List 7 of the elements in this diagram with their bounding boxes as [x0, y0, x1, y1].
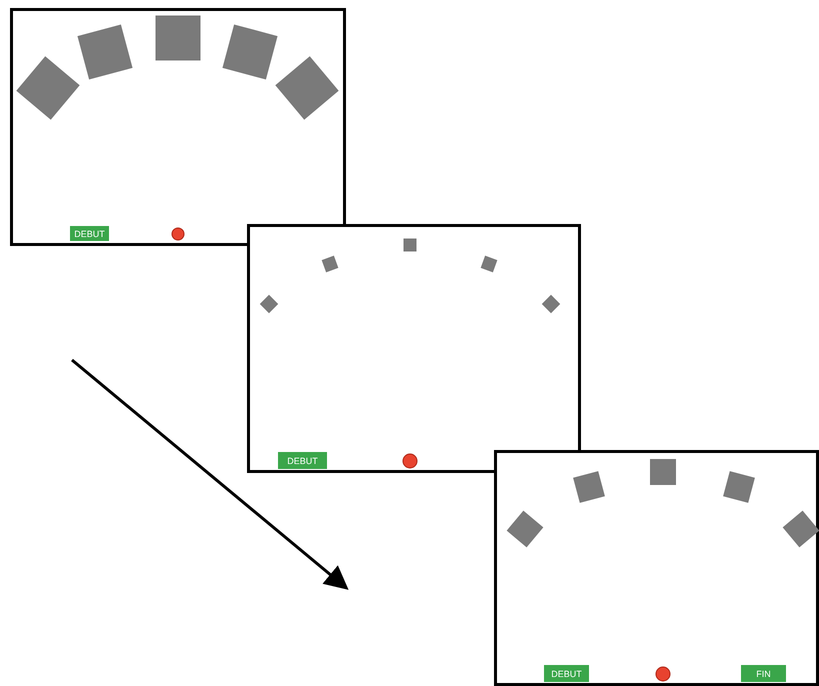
screen-frame	[494, 450, 819, 686]
button-label: FIN	[741, 665, 786, 682]
button-label: DEBUT	[70, 226, 109, 241]
button-label: DEBUT	[544, 665, 589, 682]
screen-frame	[10, 8, 346, 246]
button-label: DEBUT	[278, 452, 327, 469]
screen-frame	[247, 224, 581, 473]
